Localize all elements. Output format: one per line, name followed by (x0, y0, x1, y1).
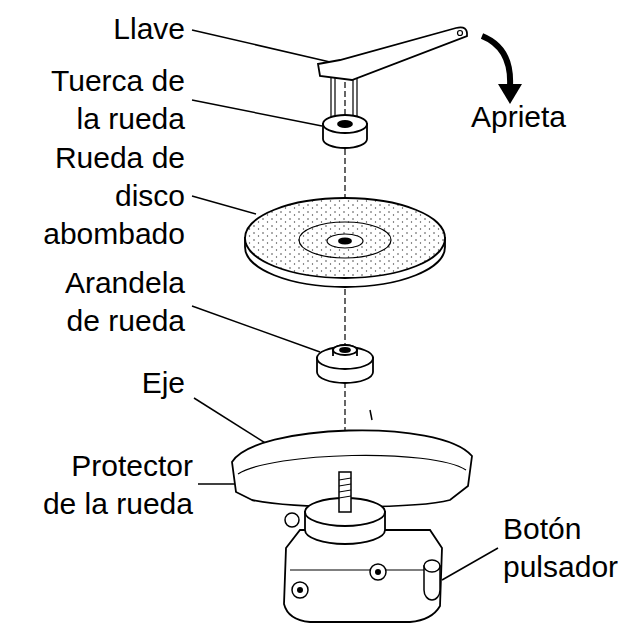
guard-shell (232, 430, 472, 506)
part-label: Protector de la rueda (35, 447, 193, 523)
spindle (305, 472, 385, 544)
leader-line (192, 30, 330, 62)
washer-hub (333, 345, 357, 356)
nut-top (323, 115, 367, 133)
housing-screw (297, 587, 303, 593)
leader-lines (192, 30, 498, 580)
part-label: Botón pulsador (503, 510, 635, 586)
part-label: Llave (35, 10, 185, 48)
part-label: Tuerca de la rueda (35, 62, 185, 138)
disc-face (245, 198, 445, 278)
washer-hub-top (333, 345, 357, 355)
spindle-shaft (339, 472, 351, 512)
push-button-top (424, 560, 440, 572)
grinding-disc (245, 198, 445, 287)
part-label: Rueda de disco abombado (35, 139, 185, 253)
disc-hole (339, 238, 351, 243)
housing-screw (292, 582, 308, 598)
leader-line (442, 548, 498, 580)
disc-center (299, 222, 391, 258)
washer-hole (340, 348, 350, 352)
leader-line (192, 100, 322, 126)
guard-lip (238, 455, 466, 474)
wrench-pin (353, 76, 357, 120)
leader-line (192, 306, 320, 352)
part-label: Eje (35, 364, 185, 402)
wrench-pin (331, 74, 335, 118)
wheel-nut (323, 115, 367, 148)
washer-top (317, 347, 373, 369)
wrench-hole (458, 31, 463, 36)
housing-screw (370, 564, 386, 580)
gear-housing (284, 513, 442, 622)
part-label: Aprieta (471, 98, 611, 136)
wheel-washer (317, 345, 373, 383)
guard-mark (370, 410, 372, 420)
part-label: Arandela de rueda (35, 264, 185, 340)
wrench-body (318, 27, 467, 80)
tighten-arrow (482, 36, 522, 104)
nut-hole (338, 121, 352, 127)
disc-hub (327, 234, 363, 248)
spindle-thread (339, 478, 351, 498)
leader-line (198, 483, 238, 485)
housing-screw (375, 569, 381, 575)
housing-body (284, 530, 442, 622)
leader-line (192, 196, 256, 214)
housing-screw (285, 513, 299, 527)
wheel-guard (232, 410, 472, 507)
wrench (318, 27, 467, 120)
axis-line (344, 82, 345, 116)
housing-edge (290, 569, 438, 570)
arrow-shaft (482, 36, 510, 86)
